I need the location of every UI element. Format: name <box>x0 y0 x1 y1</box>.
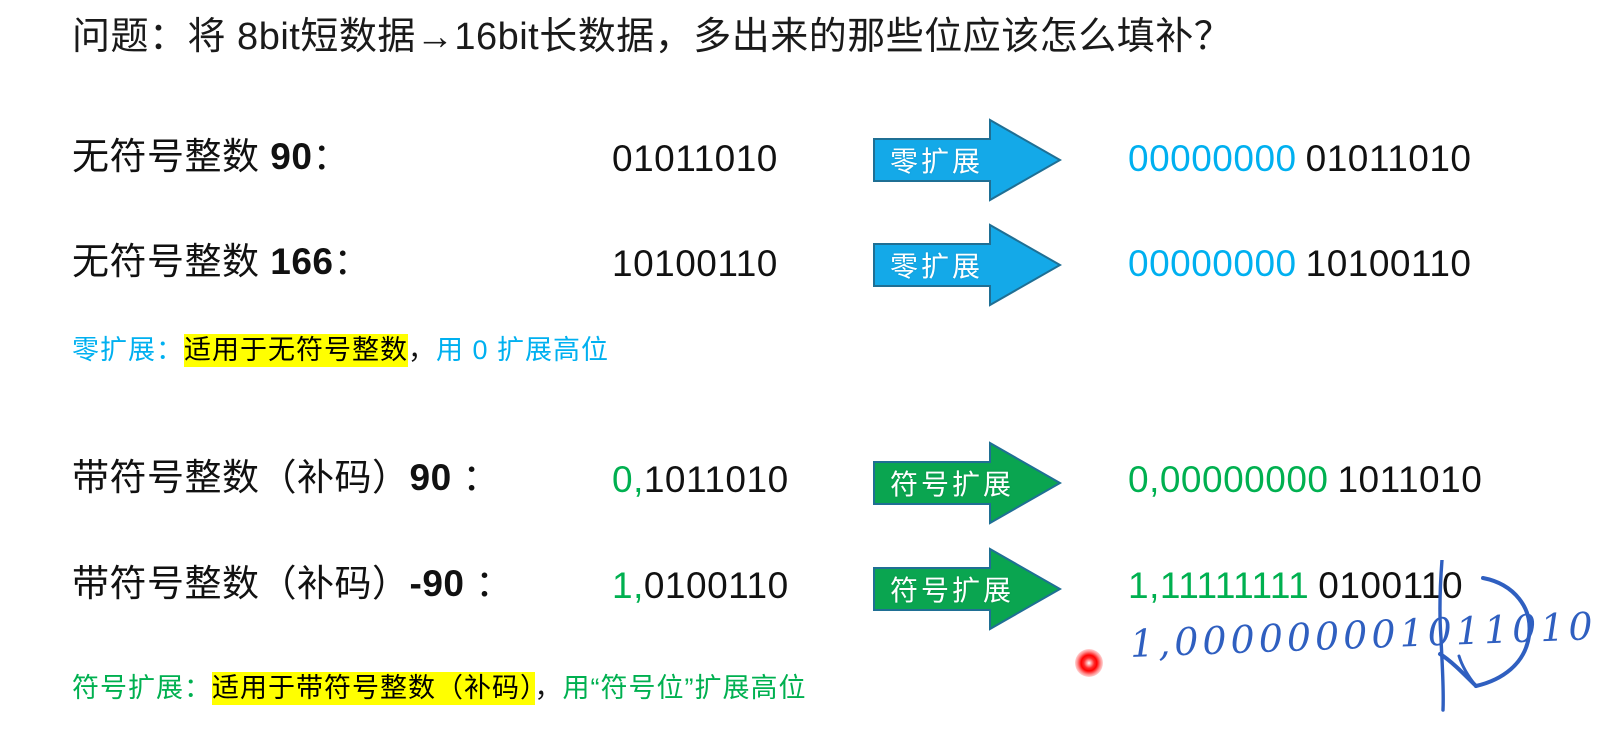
row-label-unsigned-166: 无符号整数 166： <box>72 243 371 280</box>
result-original: 01011010 <box>1305 138 1472 179</box>
result-original: 1011010 <box>1337 459 1483 500</box>
source-magnitude-bits: 1011010 <box>643 459 789 500</box>
note-tail: 用“符号位”扩展高位 <box>562 673 807 703</box>
note-comma: ， <box>408 335 436 365</box>
handwritten-binary-note: 1,000000001011010 <box>1129 604 1598 666</box>
source-sign-bit: 1, <box>612 565 644 606</box>
row-label-value: 90 <box>270 136 313 177</box>
page-title: 问题：将 8bit短数据→16bit长数据，多出来的那些位应该怎么填补？ <box>72 16 1233 58</box>
note-sign-extension: 符号扩展：适用于带符号整数（补码），用“符号位”扩展高位 <box>72 672 807 705</box>
result-original: 10100110 <box>1305 243 1472 284</box>
row-label-suffix: ： <box>312 136 350 177</box>
result-original: 0100110 <box>1318 565 1464 606</box>
row-label-signed-90: 带符号整数（补码）90 ： <box>72 459 500 496</box>
sign-extend-arrow-1: 符号扩展 <box>872 440 1062 526</box>
row-label-suffix: ： <box>464 563 513 604</box>
row-label-signed-minus-90: 带符号整数（补码）-90 ： <box>72 565 513 602</box>
result-extension: 0,00000000 <box>1128 459 1329 500</box>
arrow-right-icon <box>873 441 1062 525</box>
row-label-prefix: 带符号整数（补码） <box>72 563 410 604</box>
arrow-label: 符号扩展 <box>890 469 1015 500</box>
note-highlight: 适用于无符号整数 <box>184 334 408 367</box>
laser-pointer-dot <box>1075 649 1103 677</box>
note-comma: ， <box>534 673 563 703</box>
source-magnitude-bits: 0100110 <box>643 565 789 606</box>
note-zero-extension: 零扩展：适用于无符号整数，用 0 扩展高位 <box>72 334 610 367</box>
row-label-prefix: 无符号整数 <box>72 241 271 282</box>
zero-extend-arrow-2: 零扩展 <box>872 222 1062 308</box>
row-label-value: 166 <box>270 241 334 282</box>
note-highlight: 适用于带符号整数（补码） <box>212 672 535 705</box>
row-label-suffix: ： <box>333 241 372 282</box>
source-bits-signed-minus-90: 1,0100110 <box>612 567 789 604</box>
result-extension: 00000000 <box>1128 138 1297 179</box>
arrow-right-icon <box>873 223 1062 307</box>
note-lead: 零扩展： <box>72 335 184 365</box>
row-label-value: 90 <box>409 457 452 498</box>
arrow-label: 符号扩展 <box>890 575 1015 606</box>
arrow-label: 零扩展 <box>890 251 984 282</box>
row-label-unsigned-90: 无符号整数 90： <box>72 138 350 175</box>
arrow-label: 零扩展 <box>890 146 984 177</box>
row-label-suffix: ： <box>451 457 500 498</box>
source-bits-signed-90: 0,1011010 <box>612 461 789 498</box>
row-label-prefix: 带符号整数（补码） <box>72 457 410 498</box>
result-extension: 00000000 <box>1128 243 1297 284</box>
note-tail: 用 0 扩展高位 <box>436 335 610 365</box>
arrow-right-icon <box>873 118 1062 202</box>
source-sign-bit: 0, <box>612 459 644 500</box>
arrow-right-icon <box>873 547 1062 631</box>
row-label-prefix: 无符号整数 <box>72 136 271 177</box>
source-bits-unsigned-90: 01011010 <box>612 138 778 179</box>
zero-extend-arrow-1: 零扩展 <box>872 117 1062 203</box>
source-bits-unsigned-166: 10100110 <box>612 243 778 284</box>
result-extension: 1,11111111 <box>1128 565 1310 606</box>
note-lead: 符号扩展： <box>72 673 212 703</box>
row-label-value: -90 <box>409 563 465 604</box>
sign-extend-arrow-2: 符号扩展 <box>872 546 1062 632</box>
